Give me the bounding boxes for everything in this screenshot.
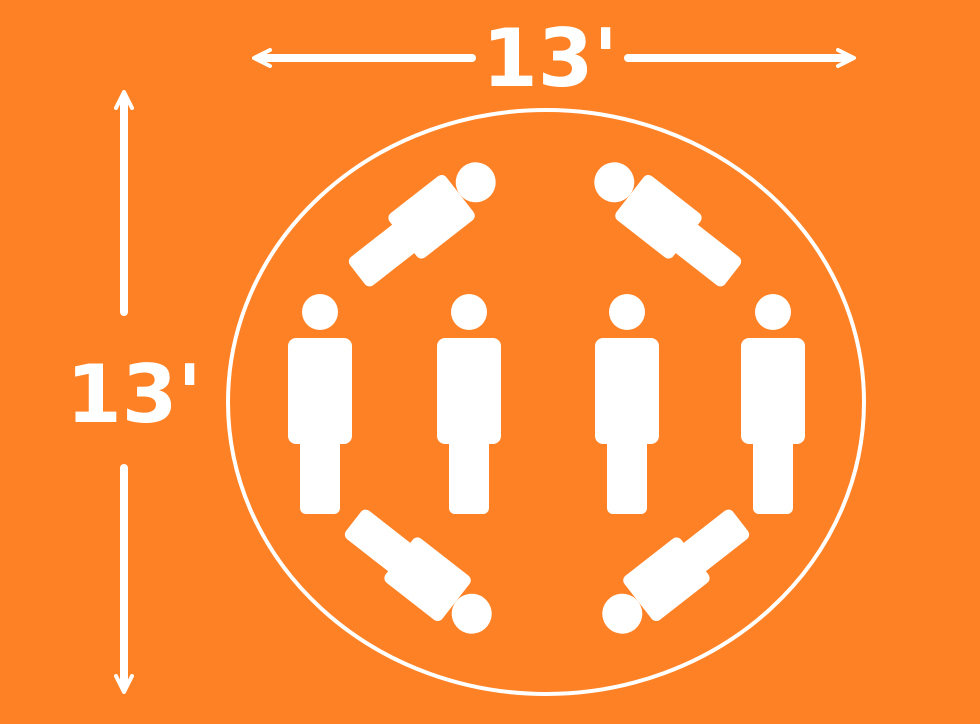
- person-icon: [288, 294, 352, 514]
- person-icon: [595, 294, 659, 514]
- person-icon: [340, 147, 509, 297]
- person-icon: [741, 294, 805, 514]
- person-icon: [581, 147, 750, 297]
- width-dimension: 13': [252, 12, 856, 105]
- width-label: 13': [482, 12, 618, 105]
- person-icon: [336, 499, 505, 649]
- area-circle: [226, 108, 866, 696]
- person-icon: [589, 499, 758, 649]
- height-dimension: 13': [66, 90, 202, 694]
- height-label: 13': [66, 348, 202, 441]
- person-icon: [437, 294, 501, 514]
